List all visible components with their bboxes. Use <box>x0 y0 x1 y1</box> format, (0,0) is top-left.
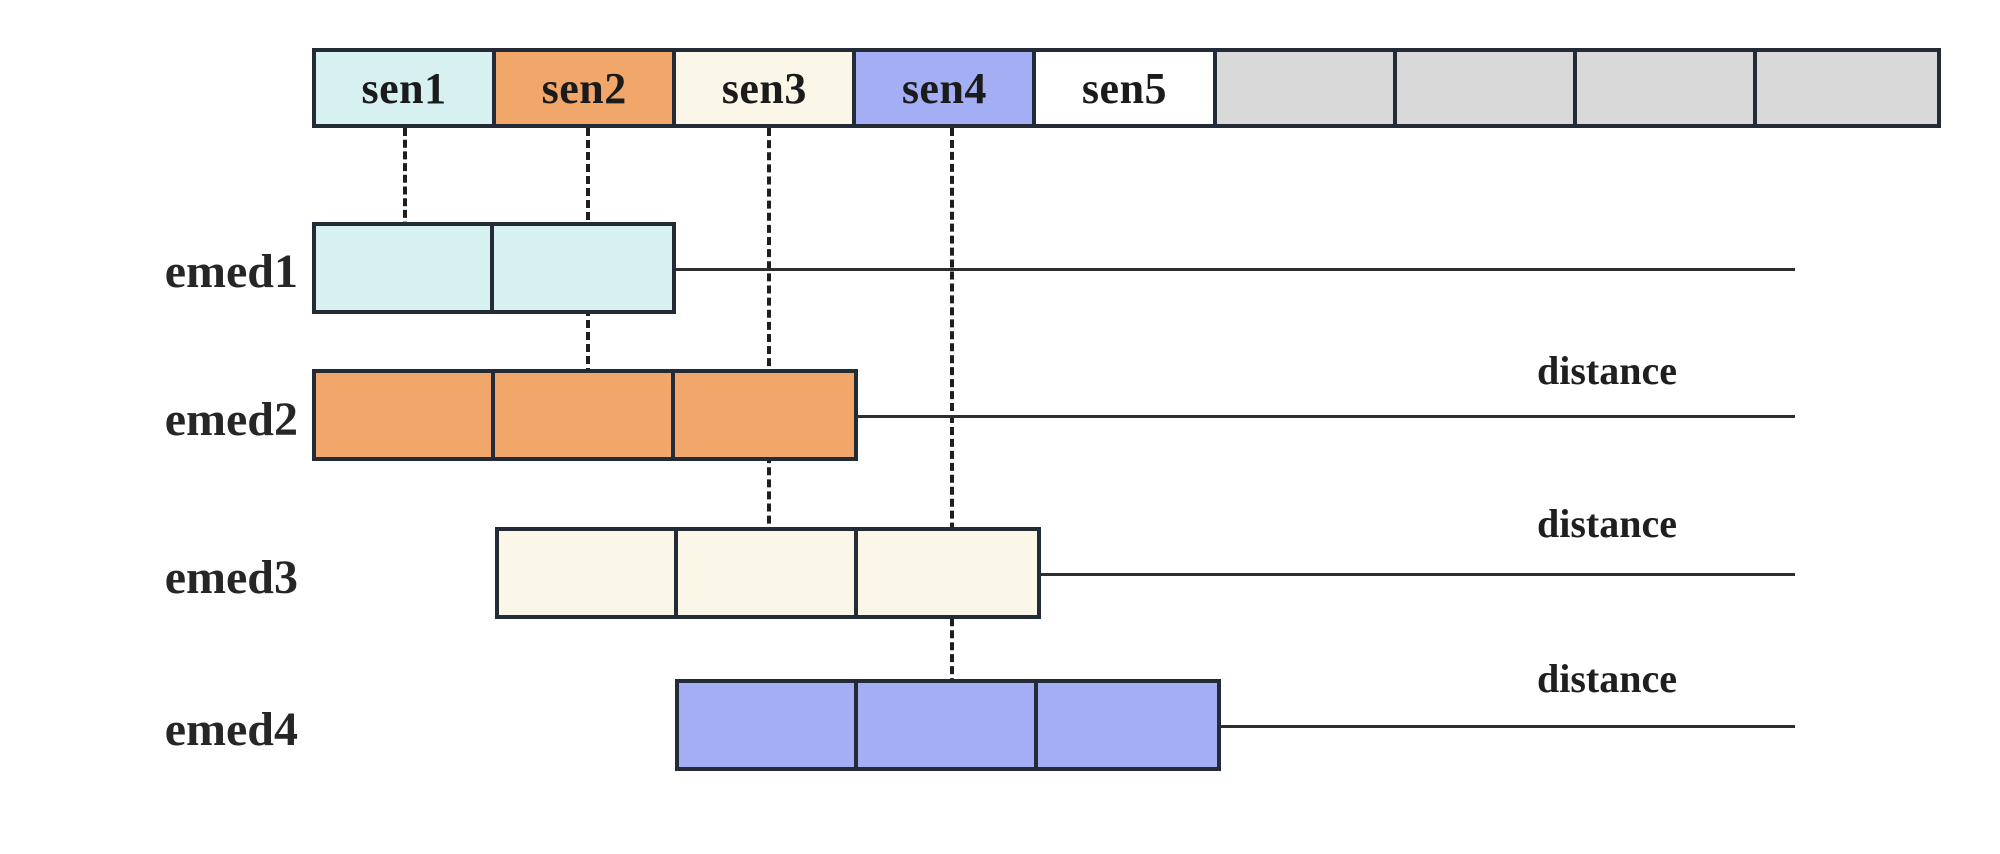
embedding-bar-emed2 <box>312 369 858 461</box>
embedding-cell <box>679 683 859 767</box>
embedding-cell <box>494 226 672 310</box>
embedding-bar-emed3 <box>495 527 1041 619</box>
token-cell-sen1: sen1 <box>316 52 497 124</box>
distance-label-emed4: distance <box>1537 656 1677 701</box>
token-cell-sen5: sen5 <box>1036 52 1217 124</box>
guide-sen4 <box>950 128 954 710</box>
guide-sen3 <box>767 128 771 560</box>
distance-line-emed2 <box>858 415 1795 418</box>
guide-sen1 <box>403 128 407 253</box>
row-label-emed2: emed2 <box>164 393 298 446</box>
embedding-bar-emed4 <box>675 679 1221 771</box>
token-cell-sen4: sen4 <box>856 52 1037 124</box>
distance-label-emed2: distance <box>1537 348 1677 393</box>
embedding-cell <box>495 373 675 457</box>
token-cell-empty-5 <box>1216 52 1397 124</box>
token-cell-label: sen3 <box>721 63 807 113</box>
row-label-emed4: emed4 <box>164 703 298 756</box>
embedding-cell <box>857 531 1037 615</box>
token-cell-sen2: sen2 <box>496 52 677 124</box>
distance-line-emed1 <box>676 268 1795 271</box>
row-label-emed3: emed3 <box>164 551 298 604</box>
embedding-cell <box>858 683 1038 767</box>
token-cell-label: sen5 <box>1081 63 1168 113</box>
embedding-cell <box>499 531 679 615</box>
token-cell-label: sen2 <box>541 63 627 113</box>
token-cell-label: sen1 <box>361 63 447 113</box>
distance-line-emed3 <box>1041 573 1795 576</box>
embedding-cell <box>1037 683 1217 767</box>
token-cell-empty-7 <box>1576 52 1757 124</box>
embedding-cell <box>674 373 854 457</box>
token-cell-sen3: sen3 <box>676 52 857 124</box>
embedding-cell <box>316 373 496 457</box>
embedding-cell <box>316 226 494 310</box>
token-cell-label: sen4 <box>901 63 987 113</box>
row-label-emed1: emed1 <box>164 245 298 298</box>
token-cell-empty-8 <box>1756 52 1937 124</box>
distance-line-emed4 <box>1221 725 1795 728</box>
token-cell-empty-6 <box>1396 52 1577 124</box>
distance-label-emed3: distance <box>1537 501 1677 546</box>
embedding-bar-emed1 <box>312 222 676 314</box>
embedding-cell <box>678 531 858 615</box>
sentence-token-row: sen1 sen2 sen3 sen4 sen5 <box>312 48 1941 128</box>
